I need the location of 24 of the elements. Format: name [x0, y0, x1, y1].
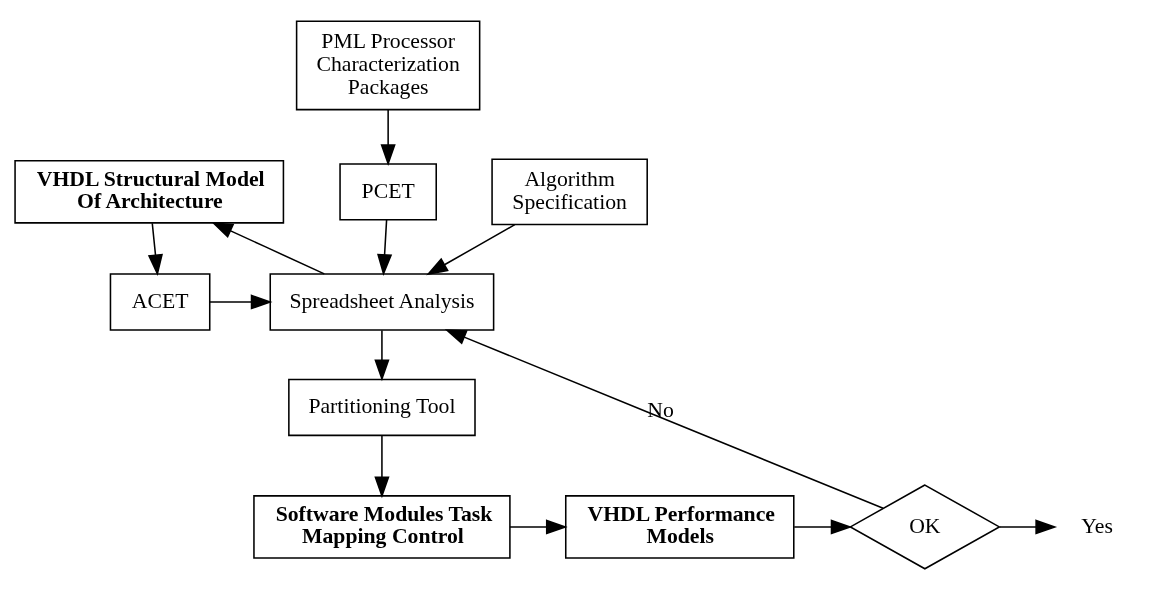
arrow — [444, 329, 884, 510]
node-box: VHDL Structural Model Of Architecture — [14, 160, 285, 224]
node-box: PML Processor Characterization Packages — [295, 20, 481, 111]
arrow — [147, 222, 163, 277]
arrow — [211, 221, 326, 275]
arrow — [999, 519, 1058, 535]
node-box: ACET — [109, 273, 211, 331]
node-box: VHDL Performance Models — [564, 495, 795, 559]
node-box: Spreadsheet Analysis — [269, 273, 495, 331]
node-box: Algorithm Specification — [491, 158, 648, 226]
arrow — [377, 219, 393, 276]
node-box: PCET — [339, 163, 437, 221]
node-box: Partitioning Tool — [288, 378, 476, 437]
node-box: Software Modules Task Mapping Control — [253, 495, 511, 559]
edge-label: No — [647, 397, 674, 422]
arrow — [209, 294, 273, 310]
arrow — [380, 109, 396, 166]
arrow — [374, 329, 390, 382]
arrow — [793, 519, 853, 535]
node-diamond: OK — [848, 484, 1001, 570]
node-text: Yes — [1081, 513, 1113, 538]
arrow — [509, 519, 568, 535]
arrow — [374, 434, 390, 499]
arrow — [426, 223, 516, 276]
